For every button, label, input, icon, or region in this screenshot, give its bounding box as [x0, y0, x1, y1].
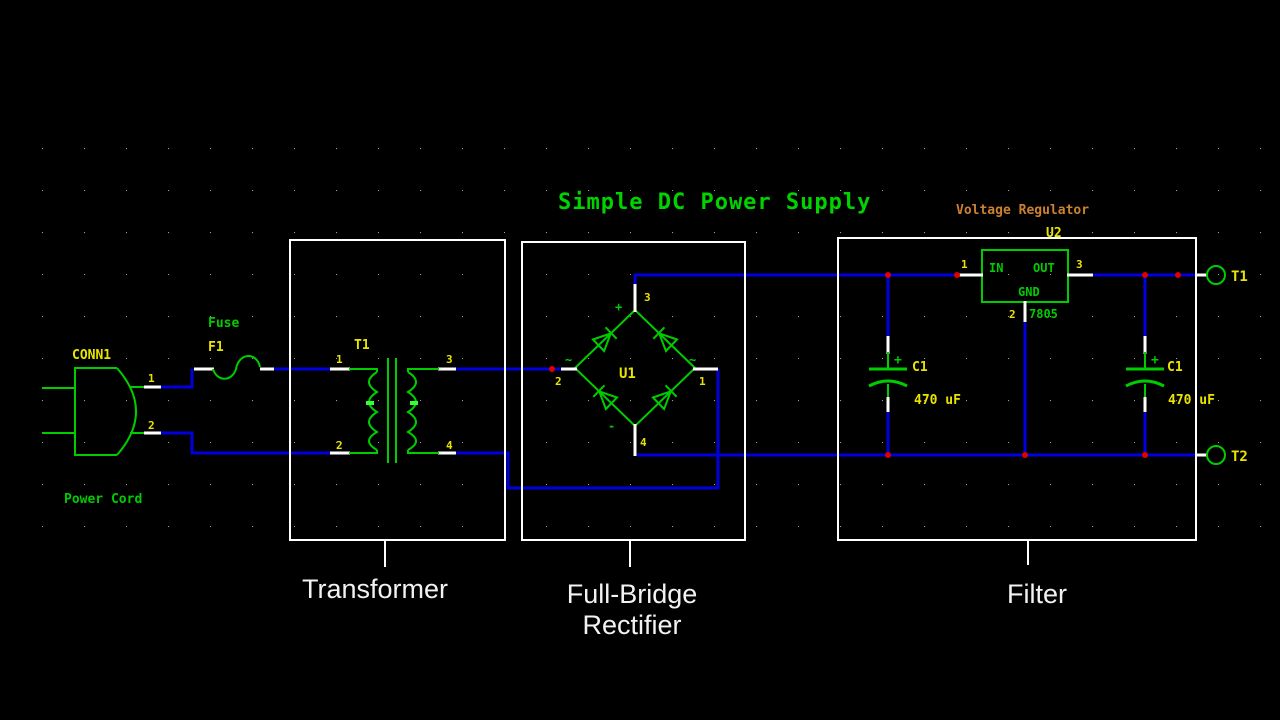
bridge-pin-left-number: 2: [555, 375, 562, 388]
regulator-gnd-label: GND: [1018, 285, 1040, 299]
wire-conn2-to-transformer: [160, 431, 332, 455]
terminal-t1[interactable]: [1196, 265, 1226, 285]
regulator-part-number: 7805: [1029, 307, 1058, 321]
grid-dots: [30, 130, 1272, 546]
fuse-symbol[interactable]: [194, 355, 274, 380]
rectifier-callout-label-line2: Rectifier: [582, 610, 681, 640]
bridge-pin-top-number: 3: [644, 291, 651, 304]
cap1-plus-mark: +: [894, 353, 902, 368]
cap1-value: 470 uF: [914, 393, 961, 408]
conn1-pin2-number: 2: [148, 419, 155, 432]
power-cord-connector[interactable]: [42, 367, 161, 456]
regulator-pin-in-number: 1: [961, 258, 968, 271]
transformer-pin4-number: 4: [446, 439, 453, 452]
regulator-in-label: IN: [989, 261, 1003, 275]
regulator-pin-out-number: 3: [1076, 258, 1083, 271]
regulator-out-label: OUT: [1033, 261, 1055, 275]
terminal-t2-label: T2: [1231, 449, 1248, 465]
bridge-plus-mark: +: [615, 300, 622, 314]
wire-transformer-to-bridge-return: [453, 369, 720, 490]
wire-top-rail: [633, 273, 956, 285]
rectifier-callout-label-line1: Full-Bridge: [567, 579, 698, 609]
transformer-ref: T1: [354, 338, 370, 353]
capacitor2-symbol[interactable]: [1125, 336, 1165, 412]
bridge-ac-left-mark: ~: [565, 353, 572, 367]
bridge-ac-right-mark: ~: [689, 353, 696, 367]
cap2-plus-mark: +: [1151, 353, 1159, 368]
voltage-regulator-heading: Voltage Regulator: [956, 203, 1089, 218]
capacitor1-symbol[interactable]: [868, 336, 908, 412]
filter-callout-label: Filter: [1007, 579, 1067, 609]
transformer-pin1-number: 1: [336, 353, 343, 366]
regulator-ref: U2: [1046, 226, 1062, 241]
transformer-callout-label: Transformer: [302, 574, 448, 604]
wires[interactable]: [160, 273, 1197, 490]
rectifier-callout-box: [521, 241, 746, 541]
fuse-label: Fuse: [208, 316, 239, 331]
bridge-pin-bottom-number: 4: [640, 436, 647, 449]
transformer-symbol[interactable]: [330, 358, 456, 463]
bridge-minus-mark: -: [608, 419, 615, 433]
transformer-pin3-number: 3: [446, 353, 453, 366]
junction-dots: [549, 272, 1181, 458]
bridge-ref: U1: [619, 366, 636, 382]
filter-callout-box: [837, 237, 1197, 541]
transformer-callout-box: [289, 239, 506, 541]
voltage-regulator-symbol[interactable]: [955, 249, 1093, 322]
cap2-ref: C1: [1167, 360, 1183, 375]
fuse-ref: F1: [208, 340, 224, 355]
bridge-pin-right-number: 1: [699, 375, 706, 388]
schematic-title: Simple DC Power Supply: [558, 190, 871, 215]
conn1-pin1-number: 1: [148, 372, 155, 385]
bridge-rectifier-symbol[interactable]: [561, 284, 718, 456]
wire-conn1-to-fuse: [160, 369, 194, 389]
power-cord-label: Power Cord: [64, 492, 142, 507]
transformer-pin2-number: 2: [336, 439, 343, 452]
cap1-ref: C1: [912, 360, 928, 375]
cap2-value: 470 uF: [1168, 393, 1215, 408]
terminal-t2[interactable]: [1196, 445, 1226, 465]
regulator-pin-gnd-number: 2: [1009, 308, 1016, 321]
conn1-ref: CONN1: [72, 348, 111, 363]
terminal-t1-label: T1: [1231, 269, 1248, 285]
